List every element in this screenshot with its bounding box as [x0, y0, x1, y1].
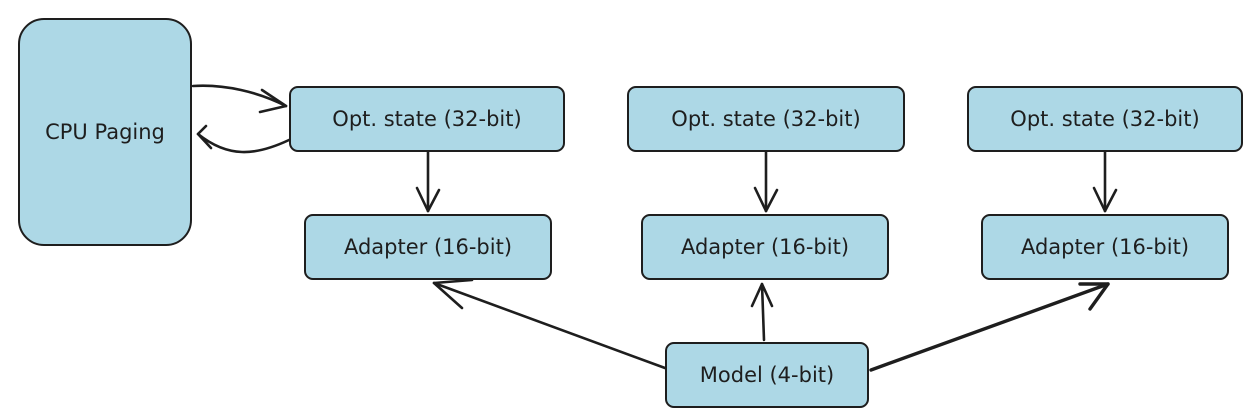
- adapter-node-2: Adapter (16-bit): [641, 214, 889, 280]
- arrowhead-opt-state-1-to-adapter-1: [415, 186, 441, 213]
- arrowhead-model-to-adapter-3: [1078, 282, 1110, 311]
- adapter-node-3: Adapter (16-bit): [981, 214, 1229, 280]
- adapter-label-3: Adapter (16-bit): [1020, 235, 1190, 259]
- edge-opt-state-1-to-cpu: [196, 132, 291, 154]
- arrowhead-opt-state-2-to-adapter-2: [753, 186, 779, 213]
- arrowhead-model-to-adapter-1: [432, 278, 474, 310]
- cpu-paging-label: CPU Paging: [45, 120, 165, 144]
- arrowhead-cpu-to-opt-state-1: [258, 88, 288, 114]
- model-node: Model (4-bit): [665, 342, 869, 408]
- opt-state-label-1: Opt. state (32-bit): [332, 107, 522, 131]
- opt-state-node-3: Opt. state (32-bit): [967, 86, 1243, 152]
- opt-state-label-2: Opt. state (32-bit): [671, 107, 861, 131]
- adapter-node-1: Adapter (16-bit): [304, 214, 552, 280]
- opt-state-node-1: Opt. state (32-bit): [289, 86, 565, 152]
- arrowhead-opt-state-3-to-adapter-3: [1092, 186, 1118, 213]
- edge-model-to-adapter-3: [869, 282, 1110, 372]
- model-label: Model (4-bit): [699, 363, 835, 387]
- cpu-paging-node: CPU Paging: [18, 18, 192, 246]
- edge-cpu-to-opt-state-1: [191, 84, 288, 108]
- adapter-label-1: Adapter (16-bit): [343, 235, 513, 259]
- edge-model-to-adapter-1: [432, 281, 667, 370]
- opt-state-node-2: Opt. state (32-bit): [627, 86, 905, 152]
- adapter-label-2: Adapter (16-bit): [680, 235, 850, 259]
- arrowhead-model-to-adapter-2: [750, 282, 774, 308]
- opt-state-label-3: Opt. state (32-bit): [1010, 107, 1200, 131]
- arrowhead-opt-state-1-to-cpu: [196, 124, 213, 150]
- edge-model-to-adapter-2: [760, 282, 766, 342]
